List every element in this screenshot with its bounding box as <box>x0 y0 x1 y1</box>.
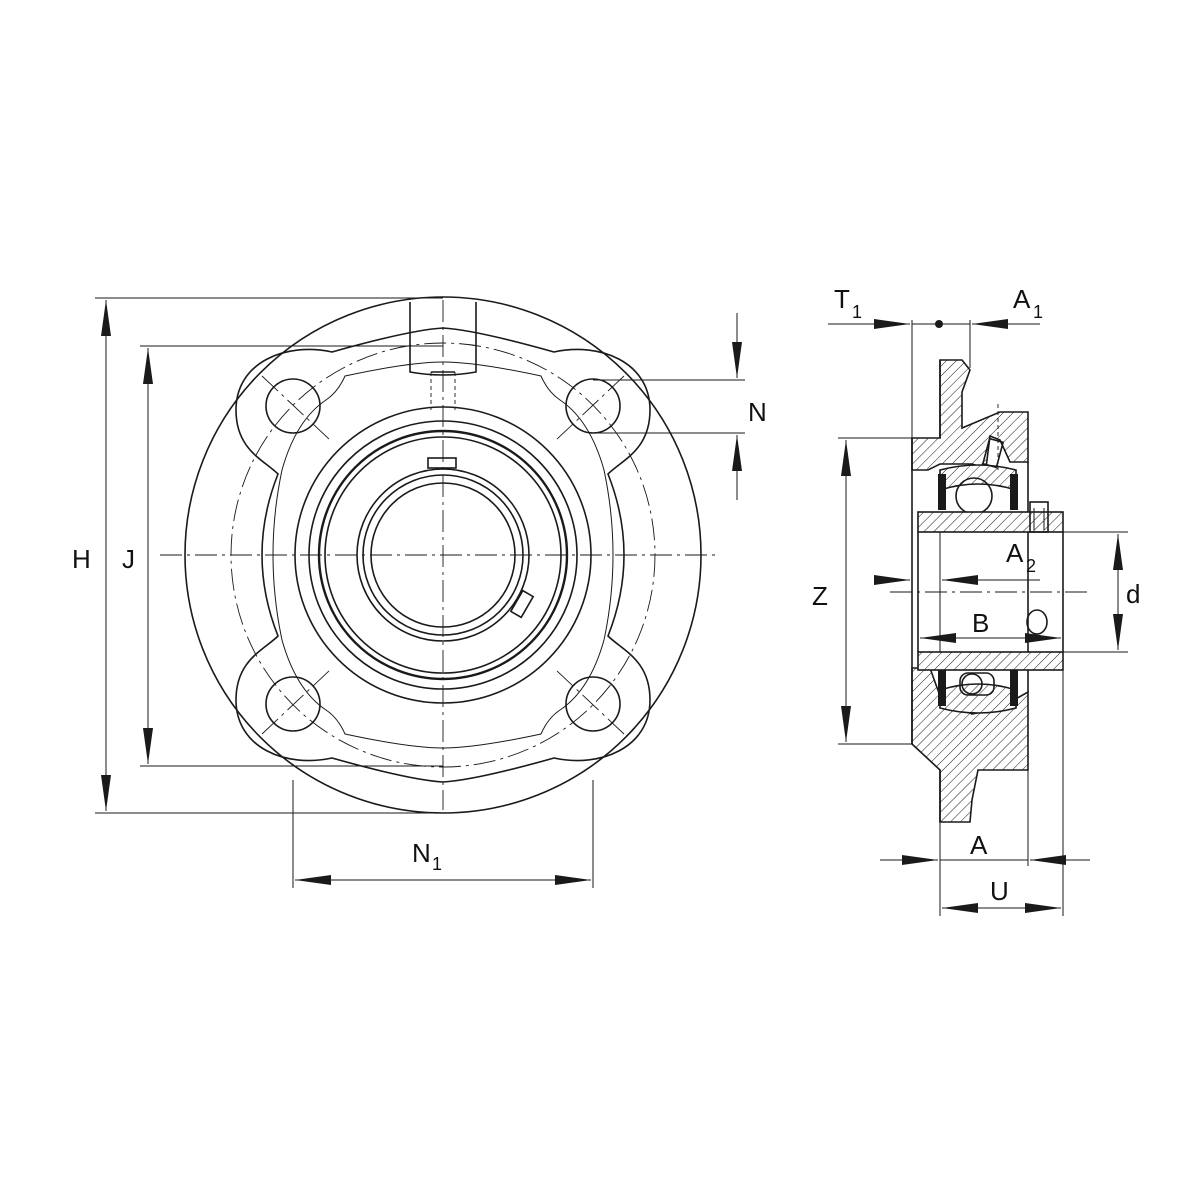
label-b: B <box>972 608 989 638</box>
grease-nipple <box>981 437 1005 469</box>
seal-upper-right <box>1010 474 1018 510</box>
lube-slot <box>427 457 457 469</box>
inner-ring-upper <box>917 511 1064 533</box>
label-n1: N <box>412 838 431 868</box>
ball-lower-cage <box>959 672 995 696</box>
bolt-centerline-br <box>555 669 625 735</box>
label-a1-sub: 1 <box>1033 302 1043 322</box>
label-u: U <box>990 876 1009 906</box>
set-screw-side <box>1029 501 1049 533</box>
label-n1-sub: 1 <box>432 854 442 874</box>
housing-body-outline <box>235 327 651 783</box>
side-view: T 1 A 1 Z A 2 d B A U <box>812 284 1140 916</box>
label-j: J <box>122 544 135 574</box>
bolt-hole-br <box>565 676 621 732</box>
label-d: d <box>1126 579 1140 609</box>
seal-upper-left <box>938 474 946 510</box>
bolt-centerline-tl <box>261 375 331 441</box>
bolt-hole-bl <box>265 676 321 732</box>
inner-ring-lower <box>917 651 1064 671</box>
lube-reference-hole <box>1026 609 1048 635</box>
label-a2-sub: 2 <box>1026 556 1036 576</box>
set-screw <box>509 589 535 619</box>
outer-ring-upper <box>939 464 1017 492</box>
seal-lower-left <box>938 670 946 706</box>
housing-recess <box>272 361 614 749</box>
bolt-centerline-tr <box>555 375 625 441</box>
seal-lower-right <box>1010 670 1018 706</box>
outer-ring-lower <box>939 683 1017 714</box>
label-t1: T <box>834 284 850 314</box>
label-z: Z <box>812 581 828 611</box>
label-a: A <box>970 830 988 860</box>
label-n: N <box>748 397 767 427</box>
label-a1: A <box>1013 284 1031 314</box>
label-t1-sub: 1 <box>852 302 862 322</box>
bolt-centerline-bl <box>261 669 331 735</box>
bolt-hole-tl <box>265 378 321 434</box>
label-a2: A <box>1006 538 1024 568</box>
label-h: H <box>72 544 91 574</box>
ball-lower <box>961 673 983 695</box>
front-view: H J N N 1 <box>72 296 767 888</box>
upper-flange-section <box>911 359 1029 471</box>
